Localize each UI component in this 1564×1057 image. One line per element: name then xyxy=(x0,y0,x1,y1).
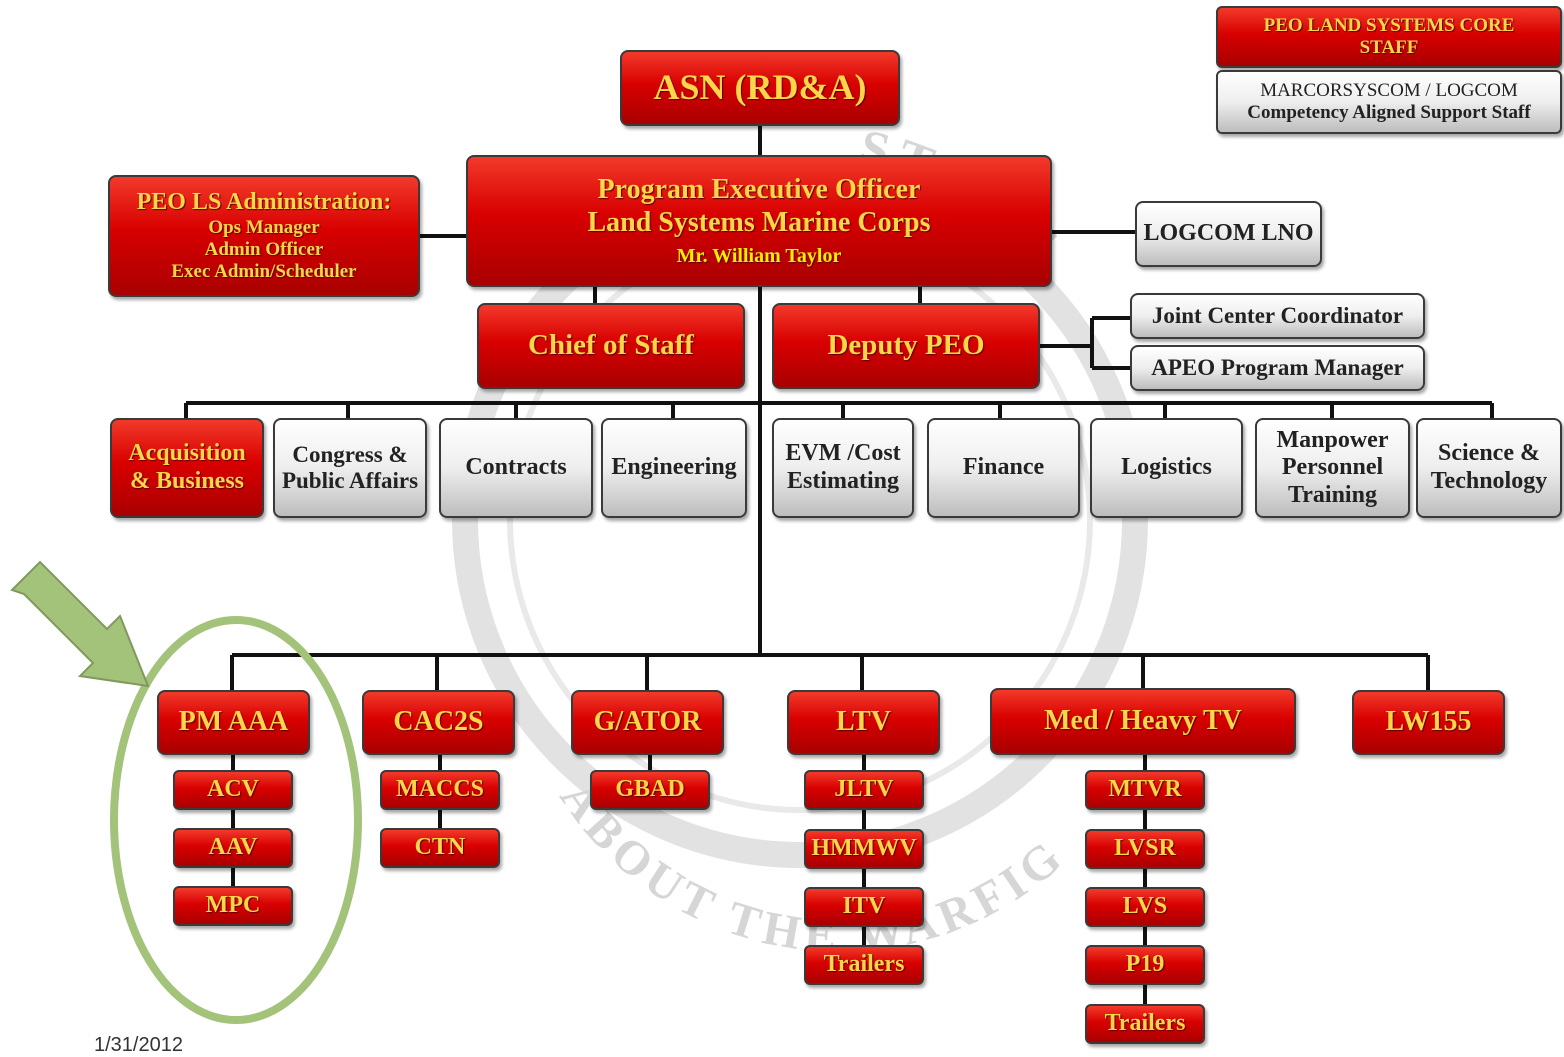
competency-label: Science & xyxy=(1438,440,1540,467)
program-child-label: Trailers xyxy=(823,951,905,978)
admin-title: PEO LS Administration: xyxy=(136,189,392,216)
program-child: MTVR xyxy=(1085,770,1205,810)
logcom-lno-label: LOGCOM LNO xyxy=(1143,220,1314,247)
admin-box: PEO LS Administration: Ops Manager Admin… xyxy=(108,175,420,297)
program-child-label: P19 xyxy=(1125,951,1165,978)
asn-label: ASN (RD&A) xyxy=(653,67,867,108)
competency-label: Engineering xyxy=(611,454,737,481)
competency-label: Training xyxy=(1288,481,1377,508)
program-gator: G/ATOR xyxy=(571,690,724,755)
competency-label: Estimating xyxy=(786,468,899,494)
competency-label: & Business xyxy=(129,468,245,494)
competency-finance: Finance xyxy=(927,418,1080,518)
admin-item: Ops Manager xyxy=(208,217,320,239)
program-child-label: GBAD xyxy=(615,776,685,803)
competency-evm-cost-estimating: EVM /Cost Estimating xyxy=(772,418,914,518)
competency-engineering: Engineering xyxy=(601,418,747,518)
legend-support-line2: Competency Aligned Support Staff xyxy=(1247,102,1531,123)
program-child: ACV xyxy=(173,770,293,810)
peo-title-line1: Program Executive Officer xyxy=(597,174,921,206)
program-label: LTV xyxy=(835,706,891,738)
legend-support-line1: MARCORSYSCOM / LOGCOM xyxy=(1260,80,1518,102)
chief-of-staff-label: Chief of Staff xyxy=(528,329,694,362)
competency-acquisition-business: Acquisition & Business xyxy=(110,418,264,518)
deputy-peo-label: Deputy PEO xyxy=(827,329,985,362)
program-child-label: MTVR xyxy=(1108,776,1182,803)
program-child-label: Trailers xyxy=(1104,1010,1186,1037)
logcom-lno-box: LOGCOM LNO xyxy=(1135,201,1322,267)
admin-item: Exec Admin/Scheduler xyxy=(171,260,357,282)
competency-manpower-personnel-training: Manpower Personnel Training xyxy=(1255,418,1410,518)
program-child-label: MACCS xyxy=(396,776,484,803)
peo-box: Program Executive Officer Land Systems M… xyxy=(466,155,1052,287)
competency-label: Congress & xyxy=(292,441,408,467)
program-child-label: CTN xyxy=(414,834,466,861)
program-lw155: LW155 xyxy=(1352,690,1505,755)
asn-box: ASN (RD&A) xyxy=(620,50,900,126)
competency-label: Personnel xyxy=(1281,454,1384,481)
program-child-label: LVSR xyxy=(1114,835,1176,862)
competency-label: Finance xyxy=(962,454,1045,481)
program-child-label: ACV xyxy=(207,776,259,803)
admin-item: Admin Officer xyxy=(204,238,324,260)
apeo-label: APEO Program Manager xyxy=(1151,354,1404,380)
peo-name: Mr. William Taylor xyxy=(676,244,842,267)
program-child: Trailers xyxy=(1085,1004,1205,1044)
program-child-label: AAV xyxy=(208,834,258,861)
program-child: ITV xyxy=(804,887,924,927)
program-child: GBAD xyxy=(590,770,710,810)
competency-science-technology: Science & Technology xyxy=(1416,418,1562,518)
program-child-label: ITV xyxy=(842,893,886,920)
program-med-heavy-tv: Med / Heavy TV xyxy=(990,688,1296,755)
highlight-arrow xyxy=(10,560,150,688)
program-child: LVS xyxy=(1085,887,1205,927)
program-label: CAC2S xyxy=(393,706,484,738)
program-child: JLTV xyxy=(804,770,924,810)
joint-center-label: Joint Center Coordinator xyxy=(1151,302,1404,328)
program-label: Med / Heavy TV xyxy=(1044,705,1242,737)
program-child-label: JLTV xyxy=(834,776,894,803)
competency-label: EVM /Cost xyxy=(785,440,901,467)
program-child: MPC xyxy=(173,886,293,926)
program-child: HMMWV xyxy=(804,829,924,869)
competency-label: Logistics xyxy=(1121,454,1212,481)
apeo-box: APEO Program Manager xyxy=(1130,345,1425,391)
highlight-ellipse xyxy=(110,616,362,1024)
competency-label: Acquisition xyxy=(128,440,246,467)
competency-label: Technology xyxy=(1430,468,1548,494)
competency-congress-public-affairs: Congress & Public Affairs xyxy=(273,418,427,518)
competency-label: Manpower xyxy=(1276,426,1389,453)
program-child-label: LVS xyxy=(1122,893,1168,920)
deputy-peo-box: Deputy PEO xyxy=(772,303,1040,389)
legend-core-staff-label: PEO LAND SYSTEMS CORE STAFF xyxy=(1263,15,1515,58)
legend-support-staff: MARCORSYSCOM / LOGCOM Competency Aligned… xyxy=(1216,70,1562,134)
program-cac2s: CAC2S xyxy=(362,690,515,755)
program-label: LW155 xyxy=(1385,706,1472,738)
program-pm-aaa: PM AAA xyxy=(157,690,310,755)
competency-label: Contracts xyxy=(465,454,567,481)
program-child: Trailers xyxy=(804,945,924,985)
competency-contracts: Contracts xyxy=(439,418,593,518)
chief-of-staff-box: Chief of Staff xyxy=(477,303,745,389)
program-child-label: HMMWV xyxy=(811,835,917,862)
competency-logistics: Logistics xyxy=(1090,418,1243,518)
program-child: AAV xyxy=(173,828,293,868)
legend-core-staff: PEO LAND SYSTEMS CORE STAFF xyxy=(1216,6,1562,68)
program-child: MACCS xyxy=(380,770,500,810)
program-label: G/ATOR xyxy=(593,706,702,738)
program-child: CTN xyxy=(380,828,500,868)
program-label: PM AAA xyxy=(178,706,289,738)
competency-label: Public Affairs xyxy=(281,468,419,493)
peo-title-line2: Land Systems Marine Corps xyxy=(587,206,931,238)
program-child: LVSR xyxy=(1085,829,1205,869)
program-ltv: LTV xyxy=(787,690,940,755)
date-label: 1/31/2012 xyxy=(94,1034,183,1056)
joint-center-box: Joint Center Coordinator xyxy=(1130,293,1425,339)
program-child-label: MPC xyxy=(205,892,261,919)
program-child: P19 xyxy=(1085,945,1205,985)
